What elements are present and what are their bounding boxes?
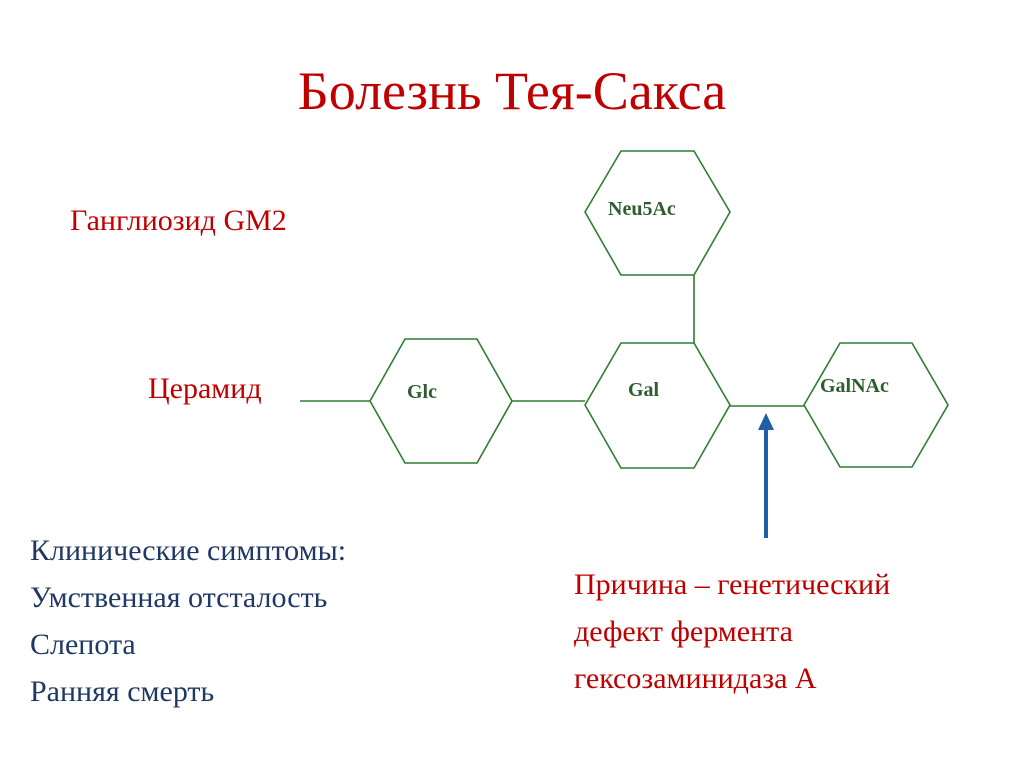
symptoms-list: Клинические симптомы: Умственная отстало… <box>30 527 346 715</box>
glc-label: Glc <box>407 381 437 403</box>
gal-label: Gal <box>628 379 660 401</box>
slide-title: Болезнь Тея-Сакса <box>297 61 727 121</box>
symptom-item: Слепота <box>30 628 136 661</box>
ceramide-label: Церамид <box>148 372 262 405</box>
glc-hexagon <box>369 338 513 464</box>
symptoms-heading: Клинические симптомы: <box>30 534 347 567</box>
symptom-item: Ранняя смерть <box>30 675 215 708</box>
neu5ac-label: Neu5Ac <box>608 198 676 220</box>
galnac-label: GalNAc <box>820 375 889 397</box>
galnac-hexagon <box>803 342 949 468</box>
cause-text: Причина – генетический дефект фермента г… <box>574 561 890 702</box>
symptom-item: Умственная отсталость <box>30 581 328 614</box>
cause-line: дефект фермента <box>574 615 793 648</box>
cause-line: гексозаминидаза А <box>574 662 817 695</box>
ganglioside-label: Ганглиозид GM2 <box>70 204 287 237</box>
gal-hexagon <box>584 342 731 469</box>
arrow-head <box>758 413 774 430</box>
enzyme-defect-arrow <box>758 413 774 538</box>
cause-line: Причина – генетический <box>574 568 891 601</box>
neu5ac-hexagon <box>584 150 731 276</box>
